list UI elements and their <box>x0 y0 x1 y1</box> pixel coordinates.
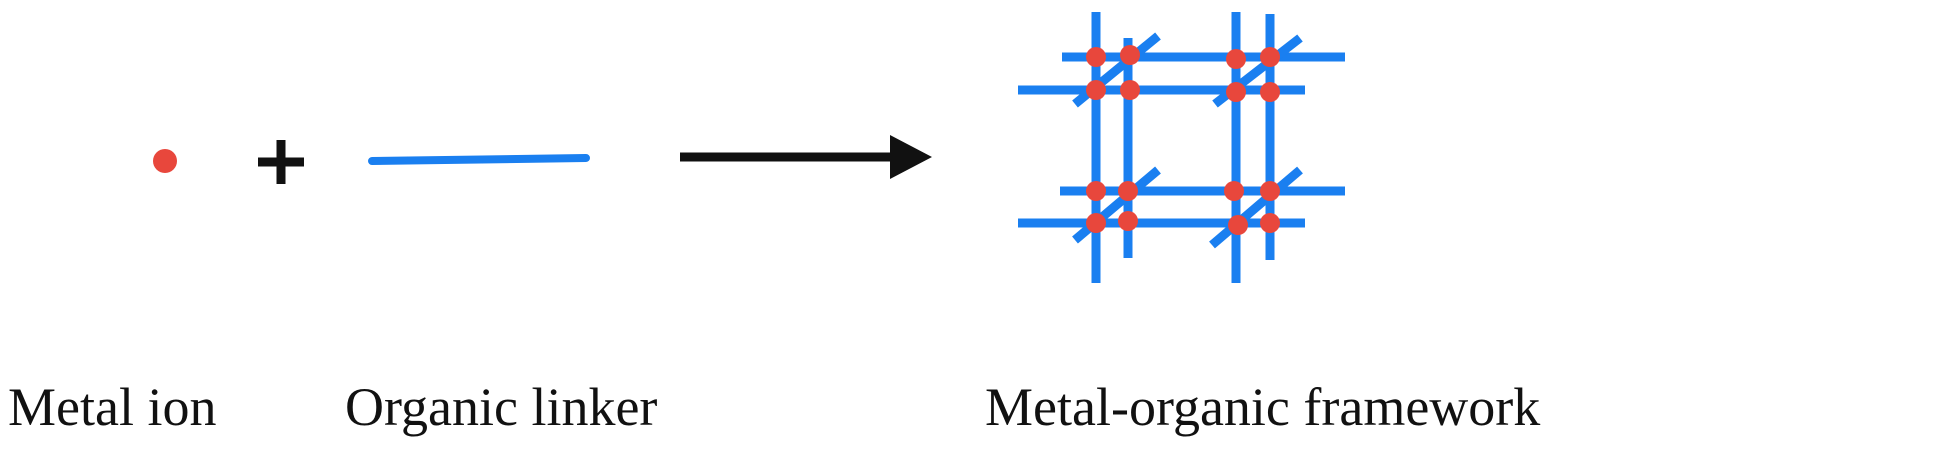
mof-metal-node <box>1086 213 1106 233</box>
mof-metal-node <box>1260 47 1280 67</box>
metal-ion-label: Metal ion <box>8 377 217 437</box>
mof-metal-node <box>1120 45 1140 65</box>
organic-linker-line <box>368 154 590 165</box>
mof-metal-node <box>1260 82 1280 102</box>
mof-metal-node <box>1120 80 1140 100</box>
arrow-icon <box>680 135 932 179</box>
organic-linker-label: Organic linker <box>345 377 658 437</box>
mof-linker <box>1209 166 1303 249</box>
mof-metal-node <box>1260 213 1280 233</box>
mof-metal-node <box>1086 80 1106 100</box>
mof-metal-node <box>1228 215 1248 235</box>
mof-metal-node <box>1086 47 1106 67</box>
mof-linker <box>1072 166 1161 244</box>
mof-metal-node <box>1118 181 1138 201</box>
mof-metal-node <box>1226 49 1246 69</box>
mof-metal-node <box>1260 181 1280 201</box>
mof-metal-node <box>1086 181 1106 201</box>
mof-metal-node <box>1226 82 1246 102</box>
metal-ion-dot <box>153 149 177 173</box>
mof-metal-node <box>1118 211 1138 231</box>
mof-metal-node <box>1224 181 1244 201</box>
mof-lattice <box>1018 12 1345 283</box>
mof-metal-nodes <box>1086 45 1280 235</box>
plus-icon <box>258 140 304 184</box>
mof-label: Metal-organic framework <box>985 377 1541 437</box>
